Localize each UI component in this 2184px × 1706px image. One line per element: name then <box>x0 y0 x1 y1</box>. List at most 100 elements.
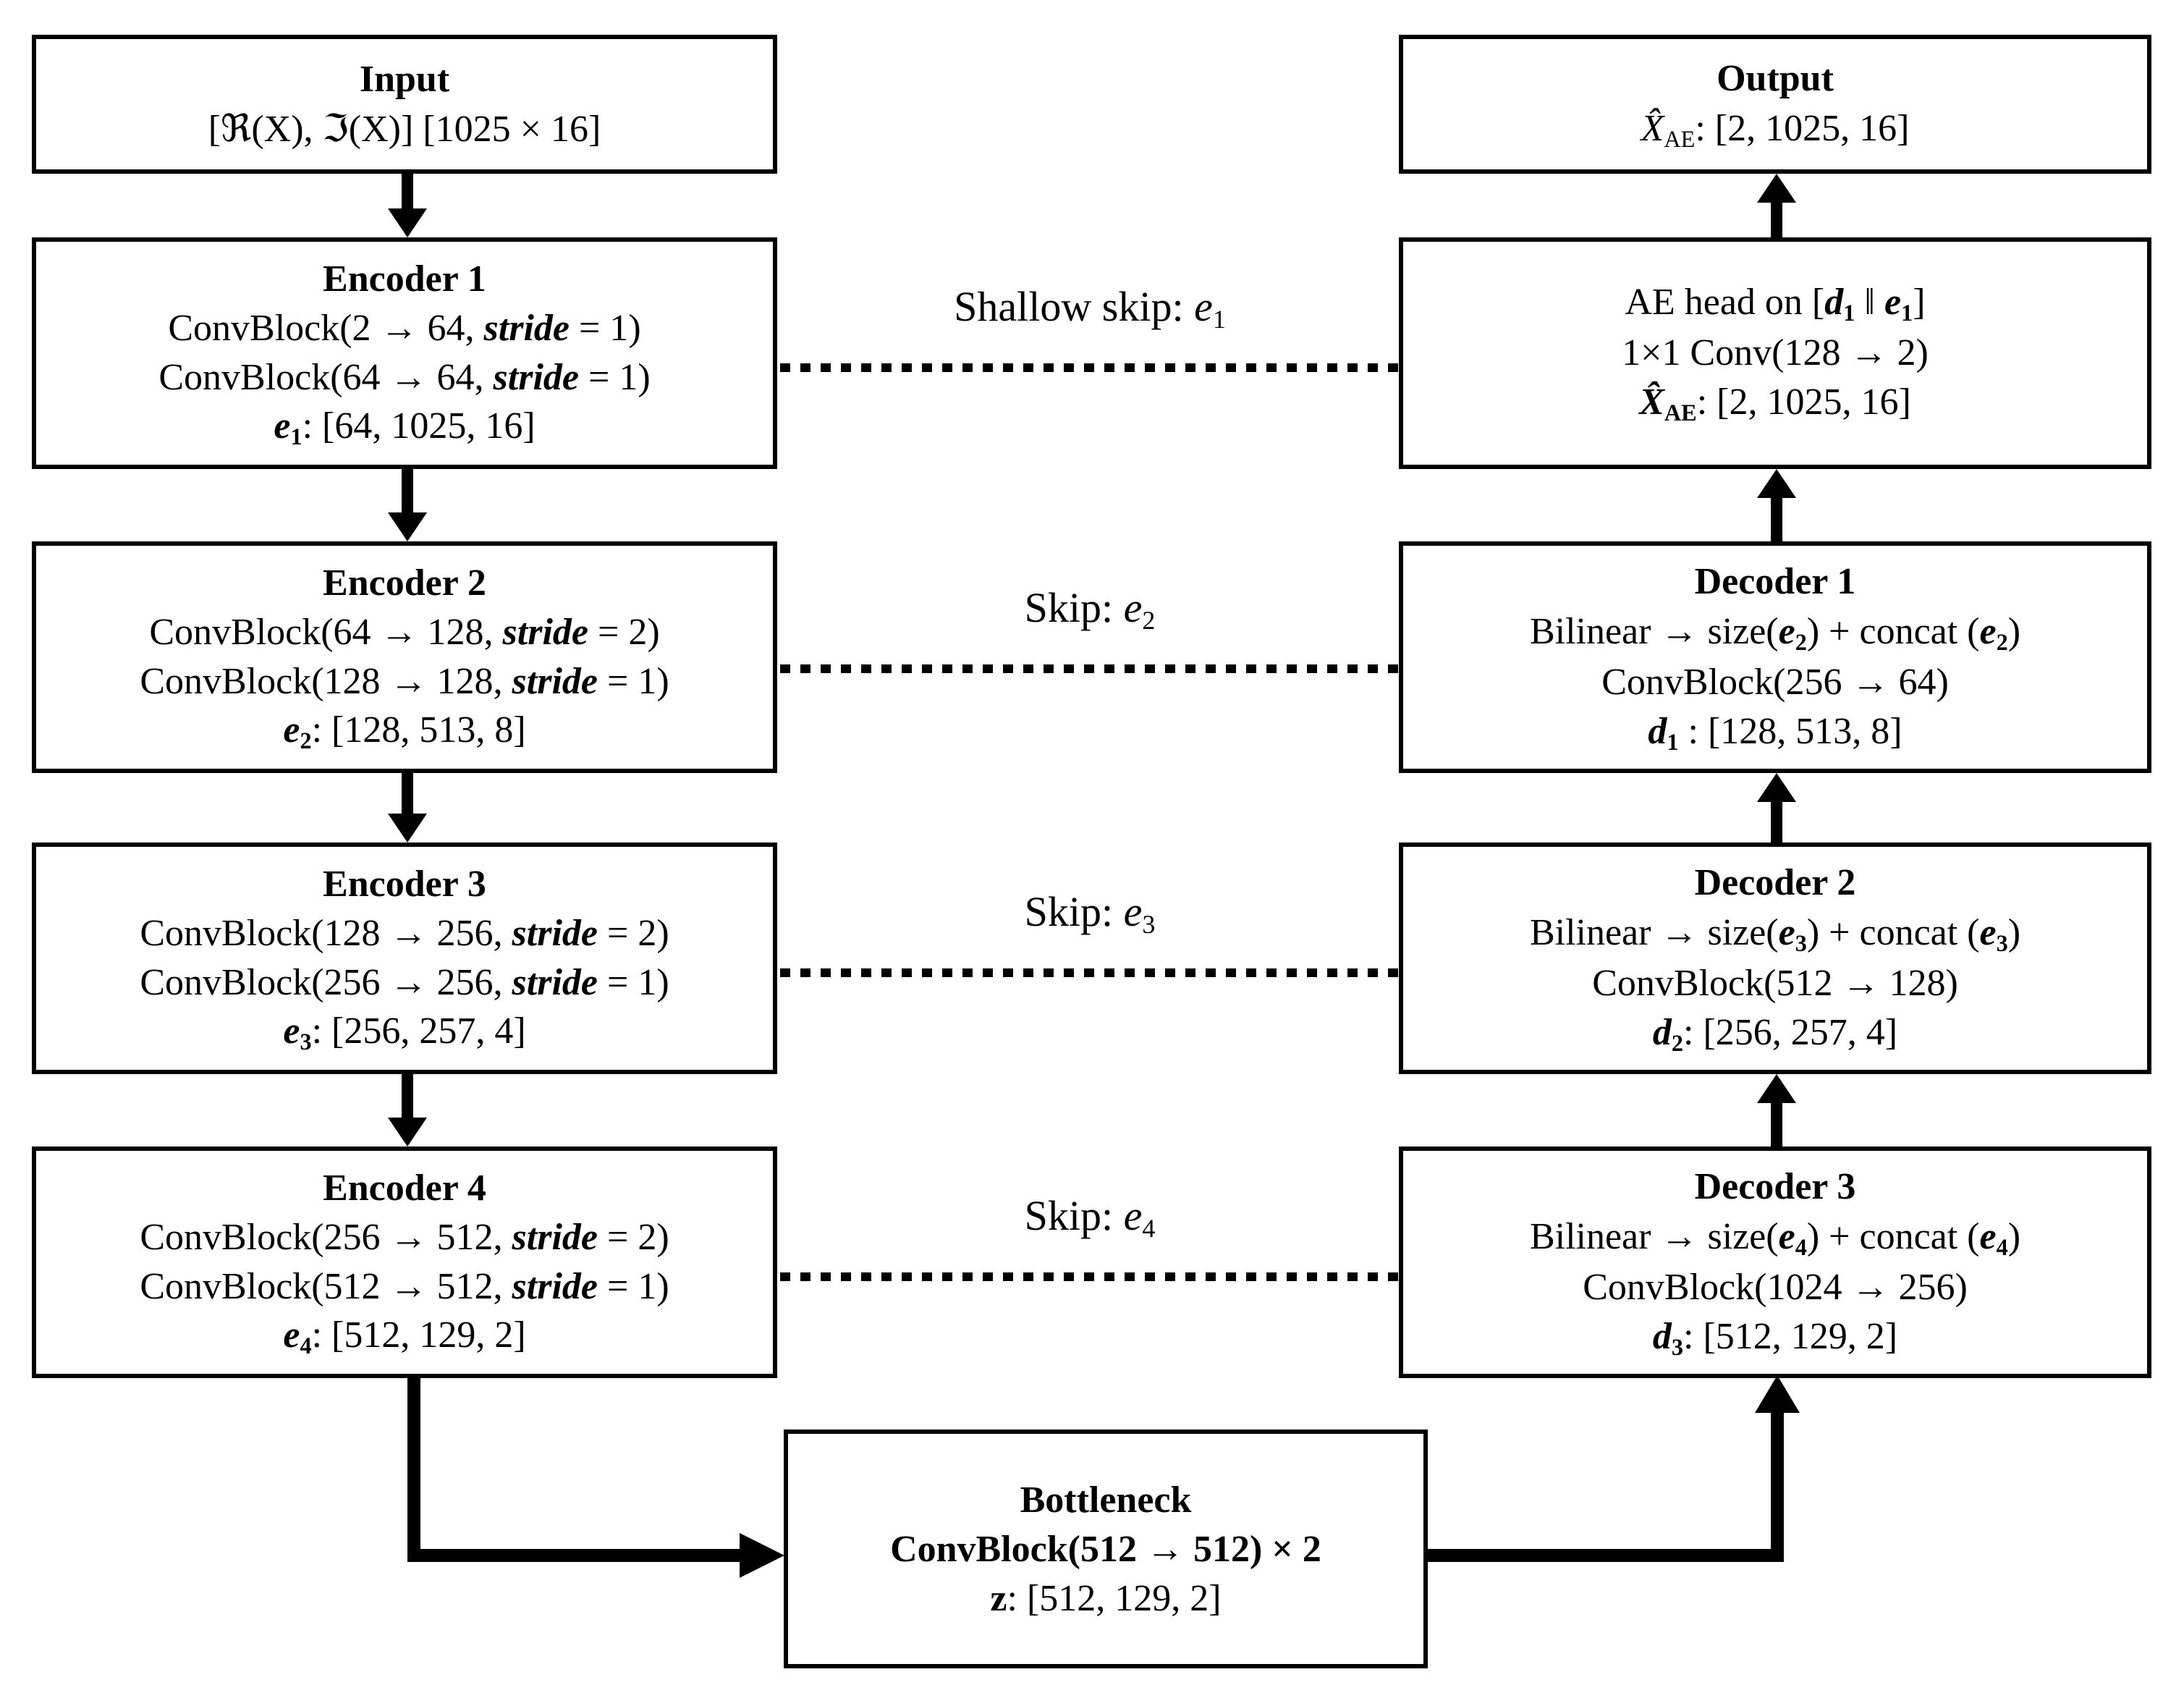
node-encoder-3-conv-1: ConvBlock(128 → 256, stride = 2) <box>140 909 669 958</box>
tensor-symbol: z <box>990 1577 1007 1619</box>
connector-segment-horizontal <box>407 1549 740 1562</box>
output-symbol-hat: X̂ <box>1641 107 1664 149</box>
node-ae-head-concat: AE head on [d1 ‖ e1] <box>1625 278 1925 329</box>
node-input-title: Input <box>359 59 450 101</box>
node-encoder-4-conv-2: ConvBlock(512 → 512, stride = 1) <box>140 1262 669 1312</box>
dec-post: ) <box>2007 912 2021 954</box>
arrow-head <box>388 1118 427 1147</box>
conv-pre: ConvBlock(64 → 128, <box>149 612 503 654</box>
node-bottleneck[interactable]: Bottleneck ConvBlock(512 → 512) × 2 z: [… <box>784 1430 1428 1668</box>
ae-out-dims: : [2, 1025, 16] <box>1696 381 1911 423</box>
node-decoder-3[interactable]: Decoder 3 Bilinear → size(e4) + concat (… <box>1399 1147 2151 1378</box>
conv-pre: ConvBlock(256 → 256, <box>140 961 512 1003</box>
arrow-head <box>388 512 427 541</box>
tensor-dims: : [512, 129, 2] <box>1683 1315 1898 1357</box>
conv-pre: ConvBlock(128 → 128, <box>140 660 512 702</box>
dec-mid: ) + concat ( <box>1806 611 1980 653</box>
skip-symbol-sub: 3 <box>1142 910 1156 939</box>
node-encoder-2-output-shape: e2: [128, 513, 8] <box>283 706 525 756</box>
tensor-symbol: e <box>274 405 291 447</box>
node-output-shape: X̂AE: [2, 1025, 16] <box>1641 104 1910 155</box>
tensor-sub-d: 1 <box>1843 300 1855 326</box>
node-encoder-1[interactable]: Encoder 1 ConvBlock(2 → 64, stride = 1) … <box>32 237 777 469</box>
node-decoder-2[interactable]: Decoder 2 Bilinear → size(e3) + concat (… <box>1399 843 2151 1074</box>
node-ae-head-output-shape: X̂AE: [2, 1025, 16] <box>1639 378 1911 428</box>
ae-head-post: ] <box>1913 282 1926 324</box>
node-ae-head[interactable]: AE head on [d1 ‖ e1] 1×1 Conv(128 → 2) X… <box>1399 237 2151 469</box>
node-decoder-1-output-shape: d1 : [128, 513, 8] <box>1648 707 1902 758</box>
stride-kw: stride <box>512 913 598 955</box>
tensor-sub: 3 <box>1795 930 1807 957</box>
node-encoder-2-title: Encoder 2 <box>323 562 486 604</box>
arrow-head <box>1757 1074 1796 1103</box>
conv-post: = 1) <box>598 1265 669 1307</box>
skip-symbol: e <box>1123 888 1143 935</box>
tensor-symbol: e <box>1778 912 1795 954</box>
stride-kw: stride <box>483 308 570 350</box>
tensor-sub: 1 <box>1667 728 1679 755</box>
conv-pre: ConvBlock(2 → 64, <box>168 308 484 350</box>
tensor-dims: : [256, 257, 4] <box>1683 1011 1898 1053</box>
skip-connection-line-e1 <box>780 363 1399 372</box>
node-input[interactable]: Input [ℜ(X), ℑ(X)] [1025 × 16] <box>32 35 777 174</box>
node-encoder-4[interactable]: Encoder 4 ConvBlock(256 → 512, stride = … <box>32 1147 777 1378</box>
skip-connection-line-e4 <box>780 1272 1399 1281</box>
skip-label-text: Skip: <box>1024 1192 1124 1239</box>
skip-symbol: e <box>1194 283 1213 330</box>
conv-post: = 2) <box>598 1217 669 1259</box>
node-encoder-3-conv-2: ConvBlock(256 → 256, stride = 1) <box>140 958 669 1008</box>
skip-symbol-sub: 1 <box>1212 305 1226 334</box>
node-decoder-2-output-shape: d2: [256, 257, 4] <box>1653 1008 1897 1059</box>
arrow-head <box>1757 773 1796 802</box>
node-encoder-1-conv-1: ConvBlock(2 → 64, stride = 1) <box>168 304 640 353</box>
dec-mid: ) + concat ( <box>1806 912 1980 954</box>
tensor-sub: 2 <box>1795 629 1807 656</box>
skip-label-e4: Skip: e4 <box>779 1193 1401 1243</box>
node-decoder-2-title: Decoder 2 <box>1694 862 1856 904</box>
skip-label-text: Shallow skip: <box>954 283 1195 330</box>
node-decoder-1-upsample: Bilinear → size(e2) + concat (e2) <box>1530 607 2020 658</box>
tensor-sub: 3 <box>300 1029 312 1055</box>
node-encoder-2[interactable]: Encoder 2 ConvBlock(64 → 128, stride = 2… <box>32 541 777 773</box>
dec-pre: Bilinear → size( <box>1529 912 1779 954</box>
conv-post: = 2) <box>598 913 669 955</box>
tensor-symbol-e: e <box>1884 282 1902 324</box>
tensor-symbol: d <box>1648 710 1667 752</box>
node-encoder-1-output-shape: e1: [64, 1025, 16] <box>274 402 535 452</box>
node-decoder-2-upsample: Bilinear → size(e3) + concat (e3) <box>1530 908 2020 959</box>
node-encoder-3[interactable]: Encoder 3 ConvBlock(128 → 256, stride = … <box>32 843 777 1074</box>
skip-connection-line-e3 <box>780 968 1399 977</box>
tensor-symbol-2: e <box>1979 611 1997 653</box>
node-encoder-2-conv-1: ConvBlock(64 → 128, stride = 2) <box>149 608 659 657</box>
skip-label-shallow-e1: Shallow skip: e1 <box>779 284 1401 334</box>
node-encoder-3-output-shape: e3: [256, 257, 4] <box>283 1007 525 1057</box>
tensor-sub: 2 <box>300 727 312 754</box>
output-symbol-sub: AE <box>1664 125 1696 152</box>
stride-kw: stride <box>512 1265 598 1307</box>
conv-pre: ConvBlock(64 → 64, <box>158 356 494 398</box>
arrow-shaft <box>1771 201 1782 237</box>
arrow-shaft <box>1771 497 1782 541</box>
dec-post: ) <box>2007 611 2021 653</box>
tensor-symbol-d: d <box>1824 282 1844 324</box>
node-decoder-2-conv: ConvBlock(512 → 128) <box>1592 963 1958 1005</box>
tensor-symbol: e <box>1778 1216 1795 1258</box>
node-encoder-4-title: Encoder 4 <box>323 1167 486 1209</box>
stride-kw: stride <box>502 612 588 654</box>
skip-symbol: e <box>1123 584 1143 631</box>
dec-pre: Bilinear → size( <box>1529 611 1779 653</box>
stride-kw: stride <box>512 1217 598 1259</box>
node-output[interactable]: Output X̂AE: [2, 1025, 16] <box>1399 35 2151 174</box>
tensor-sub-2: 2 <box>1996 629 2008 656</box>
tensor-symbol-2: e <box>1979 1216 1997 1258</box>
ae-head-pre: AE head on [ <box>1625 282 1825 324</box>
conv-pre: ConvBlock(256 → 512, <box>140 1217 512 1259</box>
tensor-dims: : [512, 129, 2] <box>311 1314 526 1356</box>
skip-symbol: e <box>1123 1192 1143 1239</box>
node-encoder-2-conv-2: ConvBlock(128 → 128, stride = 1) <box>140 657 669 706</box>
skip-symbol-sub: 2 <box>1142 606 1156 635</box>
conv-post: = 1) <box>598 961 669 1003</box>
node-decoder-1[interactable]: Decoder 1 Bilinear → size(e2) + concat (… <box>1399 541 2151 773</box>
arrow-head <box>388 814 427 843</box>
node-encoder-1-conv-2: ConvBlock(64 → 64, stride = 1) <box>158 353 650 402</box>
